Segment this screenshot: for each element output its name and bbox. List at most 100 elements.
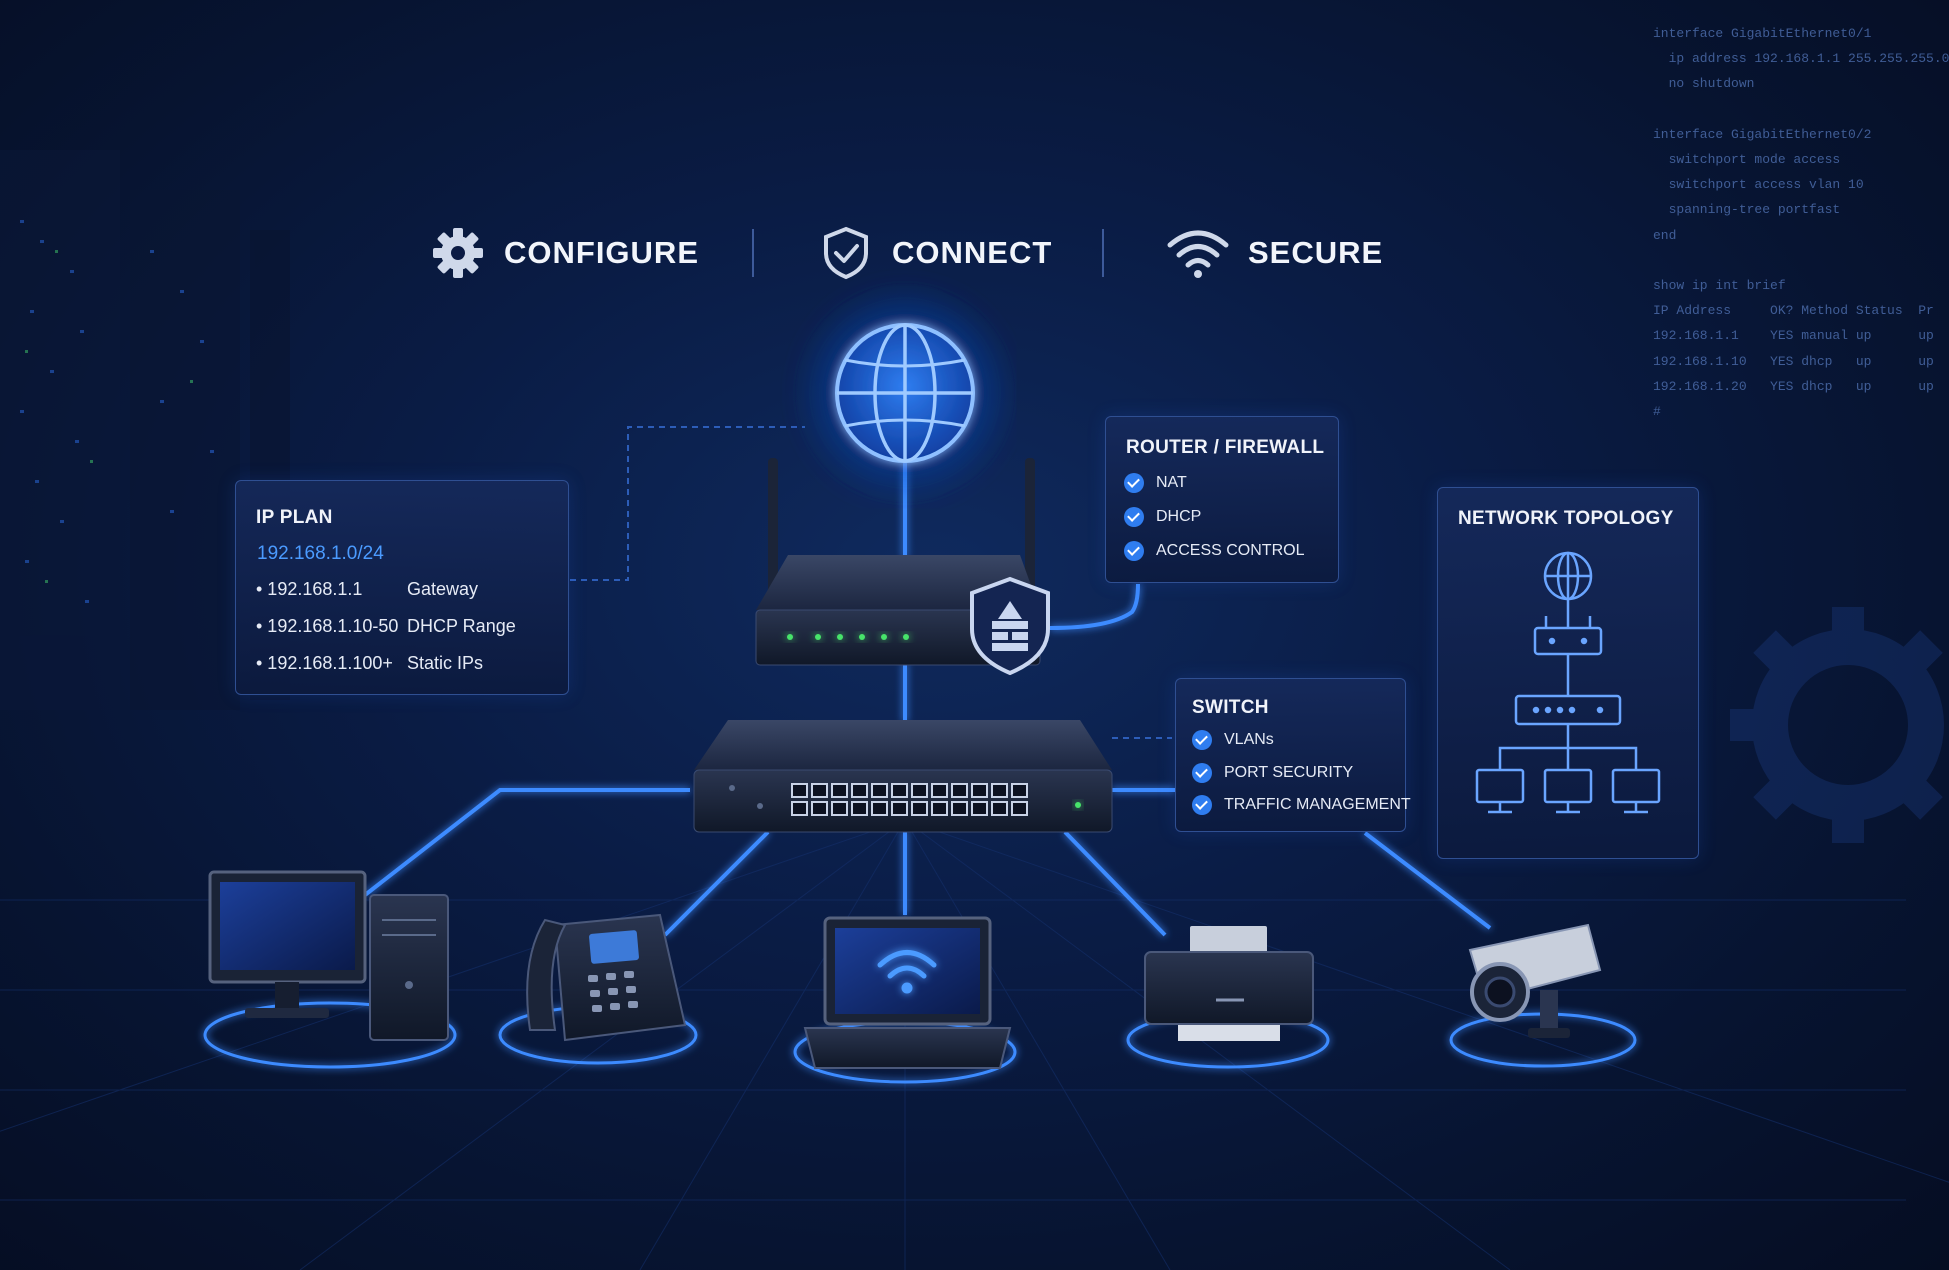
network-topology-card: NETWORK TOPOLOGY	[1437, 487, 1699, 859]
ip-description: DHCP Range	[407, 616, 516, 636]
feature-item: NAT	[1124, 473, 1187, 493]
switch-port	[991, 783, 1008, 798]
cli-line: 192.168.1.20 YES dhcp up up	[1653, 378, 1934, 394]
feature-item: DHCP	[1124, 507, 1201, 527]
header-label-connect: CONNECT	[892, 235, 1053, 270]
ip-address: • 192.168.1.100+	[256, 653, 393, 673]
cli-line: ip address 192.168.1.1 255.255.255.0	[1653, 51, 1949, 67]
header-item-secure: SECURE	[1166, 218, 1383, 288]
ip-address: • 192.168.1.1	[256, 579, 363, 599]
cli-line: spanning-tree portfast	[1653, 202, 1841, 218]
feature-label: DHCP	[1156, 508, 1202, 525]
switch-port	[931, 801, 948, 816]
check-icon	[1124, 473, 1144, 493]
feature-item: TRAFFIC MANAGEMENT	[1192, 795, 1411, 815]
cli-line: interface GigabitEthernet0/2	[1653, 126, 1872, 142]
wifi-icon	[877, 950, 937, 994]
switch-port	[1011, 801, 1028, 816]
shield-check-icon	[824, 226, 868, 280]
feature-label: NAT	[1156, 474, 1187, 491]
globe-icon	[815, 303, 995, 483]
topology-diagram	[1475, 551, 1661, 814]
router-firewall-card: ROUTER / FIREWALL NAT DHCP ACCESS CONTRO…	[1105, 416, 1339, 583]
switch-port	[991, 801, 1008, 816]
dashed-links	[570, 426, 1172, 739]
ip-plan-subnet: 192.168.1.0/24	[257, 543, 384, 564]
switch-title: SWITCH	[1192, 697, 1269, 718]
wifi-icon	[1167, 230, 1229, 278]
switch-port	[791, 801, 808, 816]
feature-label: PORT SECURITY	[1224, 764, 1354, 781]
monitor-icon	[1543, 768, 1593, 814]
feature-item: PORT SECURITY	[1192, 763, 1353, 783]
feature-item: VLANs	[1192, 730, 1274, 750]
cli-line: 192.168.1.1 YES manual up up	[1653, 328, 1934, 344]
switch-port	[1011, 783, 1028, 798]
switch-port	[971, 801, 988, 816]
switch-port	[831, 801, 848, 816]
router-icon	[755, 458, 1041, 666]
switch-port	[791, 783, 808, 798]
check-icon	[1192, 763, 1212, 783]
switch-icon	[1514, 694, 1622, 726]
firewall-shield-icon	[970, 576, 1050, 676]
switch-port	[951, 801, 968, 816]
ip-address: • 192.168.1.10-50	[256, 616, 399, 636]
laptop-icon	[803, 916, 1012, 1069]
ip-phone-icon	[526, 913, 687, 1042]
header-item-configure: CONFIGURE	[430, 218, 699, 288]
header-separator	[752, 229, 754, 277]
cli-line: #	[1653, 404, 1661, 419]
cli-line: no shutdown	[1653, 76, 1755, 92]
switch-port	[911, 801, 928, 816]
switch-port	[811, 783, 828, 798]
header-item-connect: CONNECT	[818, 218, 1052, 288]
cli-line: 192.168.1.10 YES dhcp up up	[1653, 353, 1934, 369]
header-separator	[1102, 229, 1104, 277]
switch-port	[851, 783, 868, 798]
printer-icon	[1144, 926, 1314, 1041]
network-scene	[0, 150, 1949, 1270]
connection-lines	[363, 458, 1492, 937]
switch-port	[831, 783, 848, 798]
network-topology-title: NETWORK TOPOLOGY	[1458, 508, 1674, 529]
header-label-secure: SECURE	[1248, 235, 1384, 270]
ip-plan-card: IP PLAN 192.168.1.0/24 • 192.168.1.1 Gat…	[235, 480, 569, 695]
switch-port	[931, 783, 948, 798]
switch-port	[971, 783, 988, 798]
cli-line: show ip int brief	[1653, 278, 1786, 293]
cli-line: IP Address OK? Method Status Pr	[1653, 303, 1934, 319]
globe-icon	[1543, 551, 1593, 601]
feature-label: ACCESS CONTROL	[1156, 542, 1305, 559]
feature-item: ACCESS CONTROL	[1124, 541, 1304, 561]
switch-card: SWITCH VLANs PORT SECURITY TRAFFIC MANAG…	[1175, 678, 1411, 832]
monitor-icon	[1611, 768, 1661, 814]
switch-icon	[693, 720, 1113, 833]
desktop-computer-icon	[208, 870, 449, 1041]
switch-port	[891, 801, 908, 816]
ip-description: Gateway	[407, 579, 479, 599]
cli-config-text: interface GigabitEthernet0/1 ip address …	[1653, 26, 1949, 426]
check-icon	[1192, 730, 1212, 750]
router-firewall-title: ROUTER / FIREWALL	[1126, 437, 1325, 458]
feature-label: VLANs	[1224, 731, 1274, 748]
switch-port	[871, 801, 888, 816]
gear-icon	[433, 228, 483, 278]
security-camera-icon	[1468, 923, 1602, 1038]
switch-port	[951, 783, 968, 798]
switch-port	[811, 801, 828, 816]
cli-line: end	[1653, 227, 1677, 243]
gear-background-icon	[1730, 607, 1944, 843]
switch-port	[871, 783, 888, 798]
cli-line: switchport access vlan 10	[1653, 177, 1864, 193]
header: CONFIGURE CONNECT SECURE	[0, 218, 1906, 288]
cli-line: interface GigabitEthernet0/1	[1653, 26, 1872, 41]
ip-description: Static IPs	[407, 653, 484, 673]
switch-port	[851, 801, 868, 816]
check-icon	[1124, 507, 1144, 527]
check-icon	[1192, 795, 1212, 815]
switch-port	[891, 783, 908, 798]
ip-plan-title: IP PLAN	[256, 507, 333, 528]
header-label-configure: CONFIGURE	[504, 235, 699, 270]
feature-label: TRAFFIC MANAGEMENT	[1224, 796, 1411, 813]
